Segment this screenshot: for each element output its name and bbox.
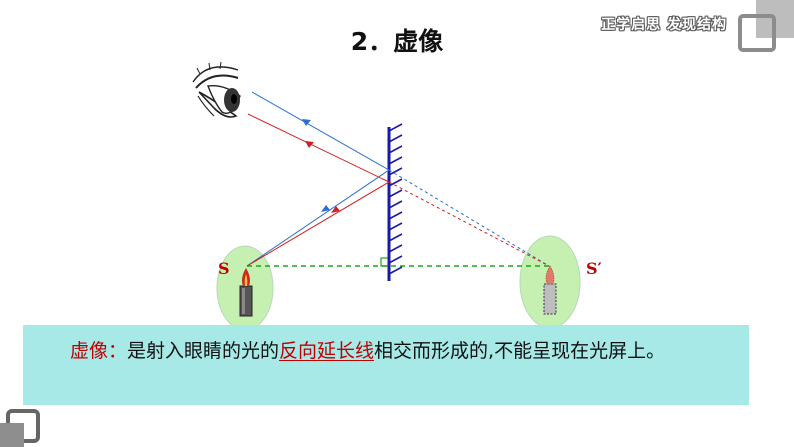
reflected-ray-red [247, 113, 390, 183]
definition-part-2: 相交而形成的,不能呈现在光屏上。 [374, 340, 666, 362]
incident-ray-blue [246, 169, 390, 267]
candle-icon [239, 268, 253, 317]
definition-text: 虚像：是射入眼睛的光的反向延长线相交而形成的,不能呈现在光屏上。 [70, 334, 730, 368]
definition-term: 虚像： [70, 340, 128, 362]
top-right-corner-decoration [738, 0, 794, 52]
incident-ray-red [246, 181, 390, 267]
definition-box [23, 325, 749, 405]
header-banner: 正学启思 发现结构 [601, 17, 727, 33]
definition-part-1: 是射入眼睛的光的 [127, 340, 280, 362]
plane-mirror [387, 123, 403, 281]
arrow-red-reflected [305, 141, 314, 148]
arrow-blue-reflected [302, 119, 311, 126]
page-title: 2．虚像 [350, 27, 444, 56]
bottom-left-corner-decoration [0, 409, 40, 447]
extension-line-red [388, 181, 550, 267]
eye-icon [192, 61, 241, 118]
extension-line-blue [388, 169, 550, 267]
candle-image-icon [543, 265, 557, 315]
definition-underlined: 反向延长线 [279, 340, 375, 362]
arrow-red-incident [331, 206, 340, 213]
arrow-blue-incident [321, 205, 330, 212]
reflected-ray-blue [251, 91, 390, 171]
image-label: S′ [586, 259, 602, 278]
source-label: S [218, 259, 230, 278]
